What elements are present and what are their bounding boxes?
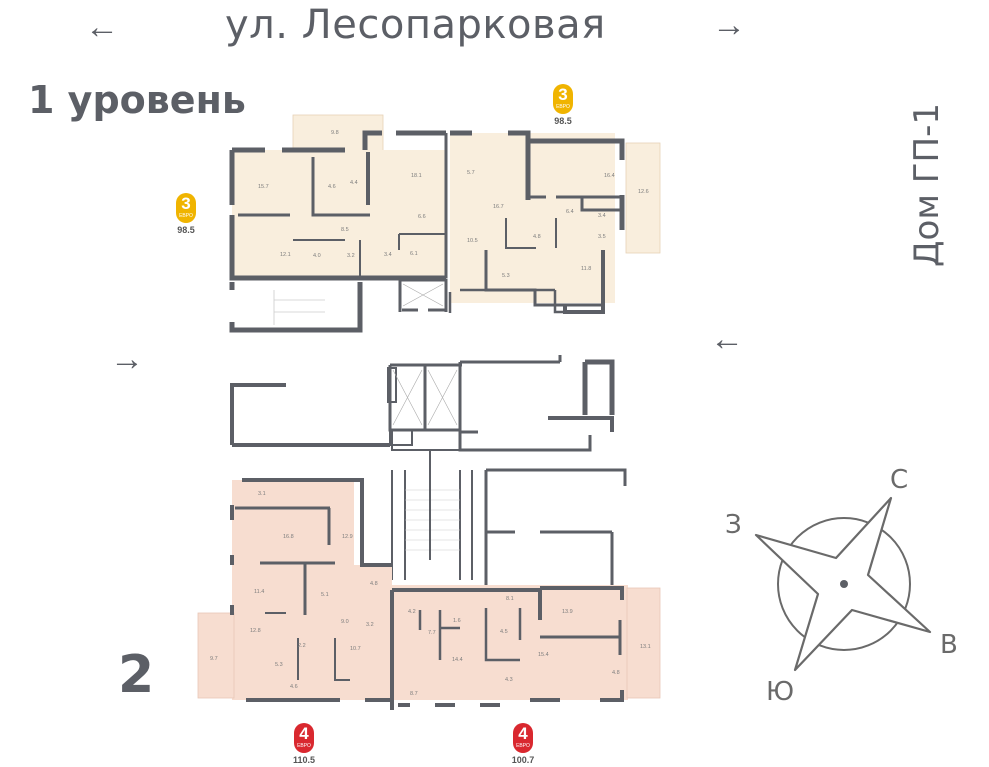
svg-text:5.3: 5.3 — [502, 273, 510, 279]
svg-text:12.6: 12.6 — [638, 189, 649, 195]
arrow-left-icon: ← — [85, 8, 119, 46]
svg-text:3.2: 3.2 — [366, 622, 374, 628]
svg-text:13.9: 13.9 — [562, 609, 573, 615]
svg-text:3.2: 3.2 — [347, 253, 355, 259]
rooms-pill: 4 ЕВРО — [513, 723, 533, 753]
compass-north: С — [890, 465, 909, 495]
arrow-right-icon: → — [712, 6, 746, 44]
common-area-top — [229, 278, 603, 333]
svg-text:4.8: 4.8 — [612, 670, 620, 676]
svg-text:12.1: 12.1 — [280, 252, 291, 258]
svg-text:4.4: 4.4 — [350, 180, 358, 186]
svg-text:9.8: 9.8 — [331, 130, 339, 136]
compass-west: З — [725, 510, 742, 540]
apartment-badge-bottom-left[interactable]: 4 ЕВРО 110.5 — [286, 723, 322, 765]
svg-text:4.0: 4.0 — [313, 253, 321, 259]
svg-text:9.0: 9.0 — [341, 619, 349, 625]
svg-text:5.1: 5.1 — [321, 592, 329, 598]
apartment-top-right[interactable]: 5.7 16.7 10.5 4.8 5.3 16.4 6.4 3.4 3.5 1… — [450, 130, 661, 314]
svg-text:4.6: 4.6 — [328, 184, 336, 190]
rooms-pill: 3 ЕВРО — [553, 84, 573, 114]
svg-text:12.9: 12.9 — [342, 534, 353, 540]
svg-text:3.4: 3.4 — [598, 213, 606, 219]
svg-text:12.8: 12.8 — [250, 628, 261, 634]
compass-rose — [754, 496, 932, 672]
apartment-area: 110.5 — [292, 755, 316, 765]
svg-text:4.8: 4.8 — [370, 581, 378, 587]
svg-text:3.1: 3.1 — [258, 491, 266, 497]
svg-text:15.4: 15.4 — [538, 652, 549, 658]
svg-text:13.1: 13.1 — [640, 644, 651, 650]
common-area-bottom — [391, 450, 627, 585]
apartment-bottom-right[interactable]: 4.2 8.1 1.6 7.7 4.5 13.9 14.4 15.4 4.3 8… — [390, 585, 661, 710]
entrance-arrow-right-icon: ← — [710, 320, 744, 358]
svg-text:10.5: 10.5 — [467, 238, 478, 244]
entrance-arrow-left-icon: → — [110, 340, 144, 378]
svg-text:6.4: 6.4 — [566, 209, 574, 215]
svg-text:8.7: 8.7 — [410, 691, 418, 697]
svg-text:3.5: 3.5 — [598, 234, 606, 240]
apartment-bottom-left[interactable]: 3.1 16.8 12.9 11.4 5.1 4.8 9.0 3.2 12.8 … — [197, 478, 392, 702]
svg-text:14.4: 14.4 — [452, 657, 463, 663]
section-number: 2 — [118, 645, 155, 705]
apartment-badge-top-right[interactable]: 3 ЕВРО 98.5 — [545, 84, 581, 126]
svg-text:6.6: 6.6 — [418, 214, 426, 220]
svg-text:9.7: 9.7 — [210, 656, 218, 662]
svg-text:5.3: 5.3 — [275, 662, 283, 668]
compass-south: Ю — [766, 677, 795, 707]
apartment-area: 100.7 — [511, 755, 535, 765]
svg-text:15.7: 15.7 — [258, 184, 269, 190]
svg-text:8.5: 8.5 — [341, 227, 349, 233]
svg-text:16.4: 16.4 — [604, 173, 615, 179]
svg-text:10.7: 10.7 — [350, 646, 361, 652]
svg-text:18.1: 18.1 — [411, 173, 422, 179]
common-area-middle — [230, 355, 615, 452]
svg-text:2.2: 2.2 — [298, 643, 306, 649]
svg-text:16.8: 16.8 — [283, 534, 294, 540]
svg-text:16.7: 16.7 — [493, 204, 504, 210]
svg-text:11.4: 11.4 — [254, 589, 264, 595]
apartment-top-left[interactable]: 9.8 15.7 4.6 4.4 18.1 6.6 8.5 12.1 4.0 3… — [229, 114, 448, 281]
street-header: ← ул. Лесопарковая → — [0, 0, 989, 60]
apartment-badge-top-left[interactable]: 3 ЕВРО 98.5 — [168, 193, 204, 235]
apartment-area: 98.5 — [177, 225, 195, 235]
svg-text:6.1: 6.1 — [410, 251, 418, 257]
svg-text:4.5: 4.5 — [500, 629, 508, 635]
svg-text:1.6: 1.6 — [453, 618, 461, 624]
svg-text:11.8: 11.8 — [581, 266, 591, 272]
svg-text:7.7: 7.7 — [428, 630, 436, 636]
svg-text:4.2: 4.2 — [408, 609, 416, 615]
svg-text:5.7: 5.7 — [467, 170, 475, 176]
level-title: 1 уровень — [28, 78, 246, 122]
svg-text:3.4: 3.4 — [384, 252, 392, 258]
compass-east: В — [940, 630, 958, 660]
svg-text:4.8: 4.8 — [533, 234, 541, 240]
rooms-pill: 4 ЕВРО — [294, 723, 314, 753]
apartment-area: 98.5 — [554, 116, 572, 126]
rooms-pill: 3 ЕВРО — [176, 193, 196, 223]
svg-text:8.1: 8.1 — [506, 596, 514, 602]
svg-text:4.3: 4.3 — [505, 677, 513, 683]
street-name: ул. Лесопарковая — [225, 2, 606, 48]
svg-text:4.6: 4.6 — [290, 684, 298, 690]
apartment-badge-bottom-right[interactable]: 4 ЕВРО 100.7 — [505, 723, 541, 765]
